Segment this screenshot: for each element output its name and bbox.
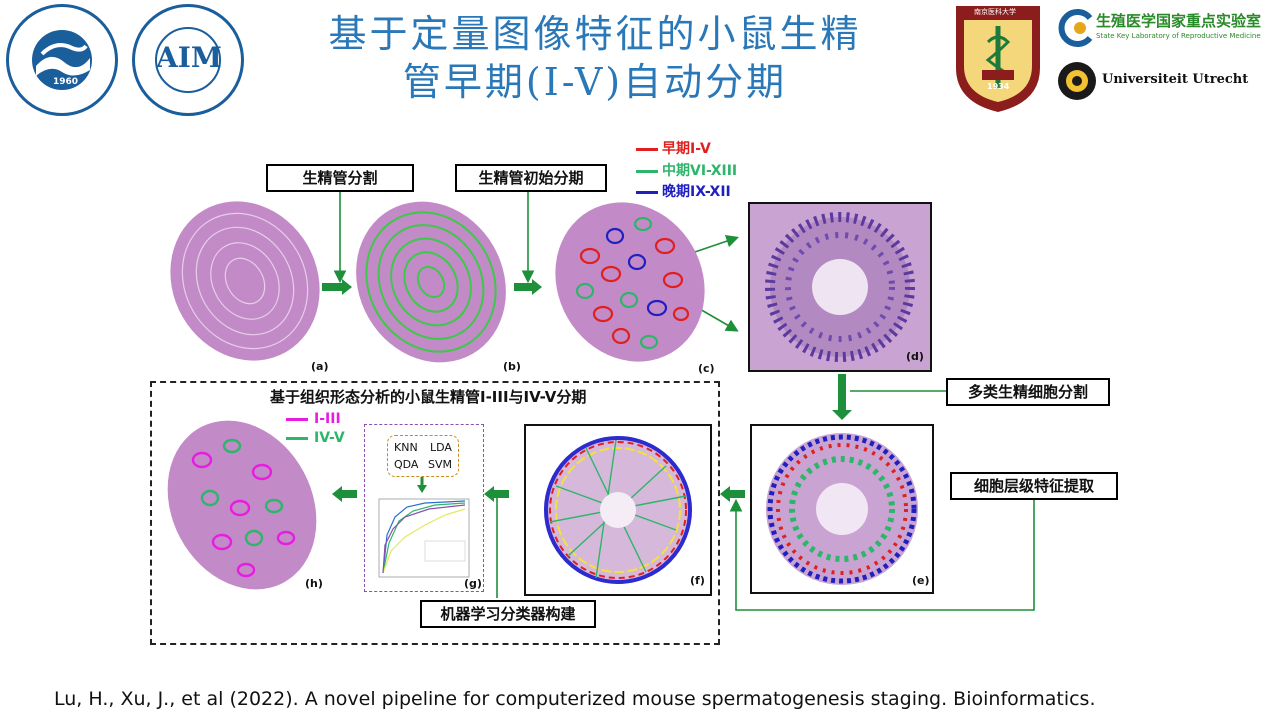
panel-b-image [356,201,506,363]
aim-logo: AIM [132,4,244,116]
njmu-name: 南京医科大学 [974,8,1016,16]
panel-f-image [526,426,710,594]
citation: Lu, H., Xu, J., et al (2022). A novel pi… [54,688,1096,710]
arrow-e-to-f [720,486,745,502]
panel-h-label: (h) [305,577,323,590]
lab-logo: 生殖医学国家重点实验室 State Key Laboratory of Repr… [1056,6,1276,50]
classifier-box: KNN LDA QDA SVM [387,435,459,477]
legend-stage-1-3-label: I-III [314,411,341,427]
classifier-knn: KNN [394,441,418,454]
panel-h-image [167,420,317,590]
utrecht-sun-icon [1058,62,1096,100]
utrecht-name: Universiteit Utrecht [1102,72,1249,87]
panel-e-image [752,426,932,592]
lab-name-en: State Key Laboratory of Reproductive Med… [1096,32,1261,40]
step-cell-segmentation-label: 多类生精细胞分割 [946,378,1110,406]
panel-a-image [170,201,320,361]
legend-middle-swatch [636,169,658,173]
legend-late-label: 晚期IX-XII [662,184,731,200]
aim-mark: AIM [156,41,222,74]
legend-stage-4-5: IV-V [286,430,345,446]
legend-stage-1-3-swatch [286,417,308,421]
morphology-frame [150,381,720,645]
arrow-b-to-c [514,279,542,295]
panel-c-image [555,202,705,362]
panel-f-label: (f) [690,574,705,587]
step-classifier-label: 机器学习分类器构建 [420,600,596,628]
panel-a-label: (a) [311,360,329,373]
step-initial-staging-label: 生精管初始分期 [455,164,607,192]
legend-early: 早期I-V [636,138,711,158]
nuist-year: 1960 [53,77,79,87]
morphology-title: 基于组织形态分析的小鼠生精管I-III与IV-V分期 [270,388,587,406]
panel-d-label: (d) [906,350,924,363]
step-feature-extraction-label: 细胞层级特征提取 [950,472,1118,500]
utrecht-logo: Universiteit Utrecht [1056,58,1276,104]
arrow-d-to-e [832,374,852,420]
njmu-shield-icon [956,6,1040,112]
panel-g-label: (g) [464,577,482,590]
legend-stage-1-3: I-III [286,411,341,427]
nuist-emblem-icon [32,30,92,90]
panel-e-frame [750,424,934,594]
classifier-lda: LDA [430,441,452,454]
classifier-svm: SVM [428,458,452,471]
legend-middle: 中期VI-XIII [636,160,737,180]
panel-g-image [378,477,470,578]
legend-early-swatch [636,147,658,151]
lab-emblem-icon [1058,9,1093,47]
title-line-2: 管早期(I-V)自动分期 [402,60,788,104]
legend-late-swatch [636,190,658,194]
panel-g-frame: KNN LDA QDA SVM [364,424,484,592]
title-line-1: 基于定量图像特征的小鼠生精 [328,12,862,56]
legend-late: 晚期IX-XII [636,181,731,201]
nuist-logo: 1960 [6,4,118,116]
classifier-qda: QDA [394,458,419,471]
lab-name-cn: 生殖医学国家重点实验室 [1096,12,1262,30]
panel-c-label: (c) [698,362,715,375]
panel-f-frame [524,424,712,596]
panel-b-label: (b) [503,360,521,373]
panel-e-label: (e) [912,574,930,587]
njmu-year: 1934 [987,82,1010,91]
legend-middle-label: 中期VI-XIII [662,163,738,179]
arrow-a-to-b [322,279,352,295]
panel-d-frame [748,202,932,372]
legend-stage-4-5-label: IV-V [314,430,345,446]
arrow-g-to-h [332,486,357,502]
panel-d-image [750,204,930,370]
legend-early-label: 早期I-V [662,141,711,157]
aim-emblem-icon [155,27,221,93]
slide-title: 基于定量图像特征的小鼠生精 管早期(I-V)自动分期 [250,10,940,106]
legend-stage-4-5-swatch [286,436,308,440]
njmu-logo: 南京医科大学 1934 [952,2,1044,114]
step-segmentation-label: 生精管分割 [266,164,414,192]
arrow-f-to-g [484,486,509,502]
